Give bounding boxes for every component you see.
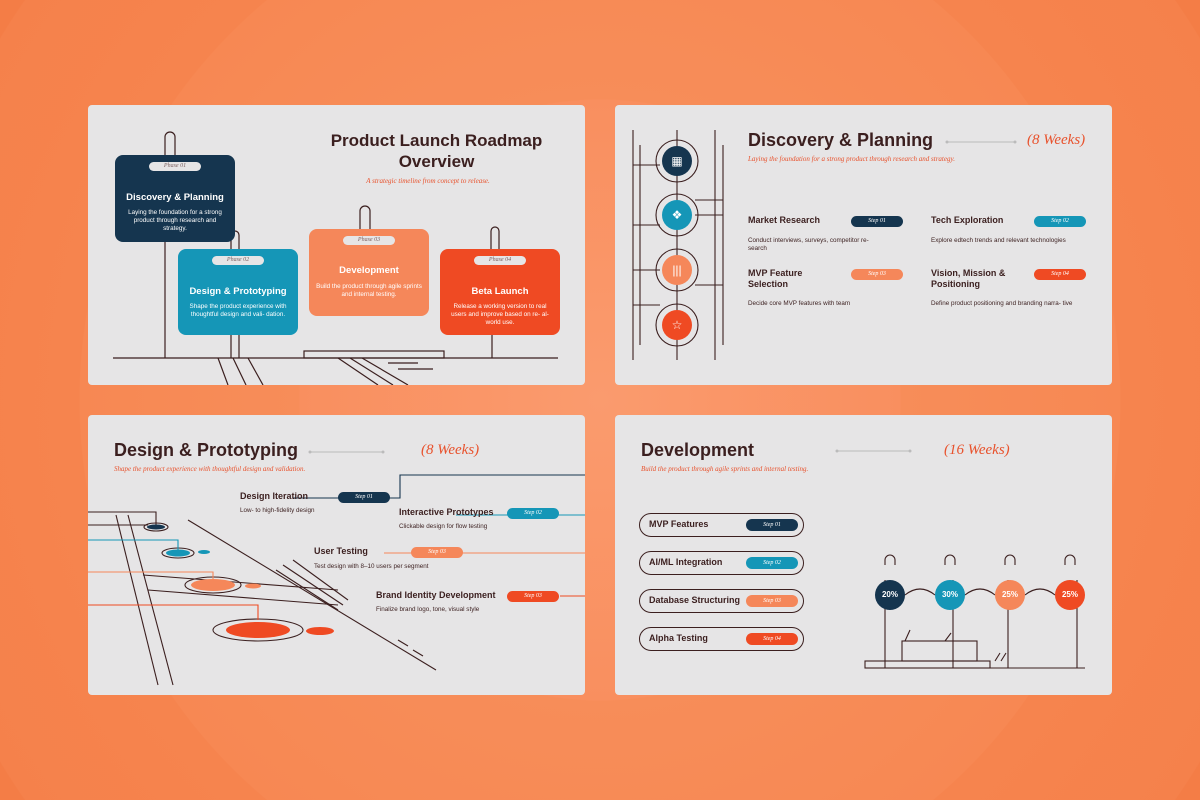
- item-desc: Explore edtech trends and relevant techn…: [931, 237, 1066, 244]
- discovery-weeks: (8 Weeks): [1027, 132, 1086, 148]
- step-tag: Step 02: [507, 508, 559, 519]
- item-title: AI/ML Integration: [649, 557, 723, 567]
- phase-desc: Shape the product experience with though…: [189, 303, 287, 318]
- percent-badge: 25%: [995, 580, 1025, 610]
- percent-badge: 25%: [1055, 580, 1085, 610]
- dev-item-alpha[interactable]: Alpha Testing Step 04: [639, 627, 804, 651]
- step-tag: Step 01: [746, 519, 798, 531]
- slide-overview[interactable]: Product Launch Roadmap Overview A strate…: [88, 105, 585, 385]
- item-title: Market Research: [748, 215, 821, 225]
- step-tag: Step 01: [851, 216, 903, 227]
- phase-title: Design & Prototyping: [189, 286, 287, 297]
- slide-development[interactable]: Development (16 Weeks) Build the product…: [615, 415, 1112, 695]
- phase-label: Phase 03: [343, 236, 395, 245]
- phase-desc: Laying the foundation for a strong produ…: [128, 209, 222, 232]
- item-title: Brand Identity Development: [376, 590, 496, 600]
- discovery-subtitle: Laying the foundation for a strong produ…: [748, 155, 955, 163]
- phase-label: Phase 04: [474, 256, 526, 265]
- step-tag: Step 02: [746, 557, 798, 569]
- phase-card-design[interactable]: Phase 02 Design & Prototyping Shape the …: [178, 249, 298, 335]
- store-icon: ▦: [662, 146, 692, 176]
- design-weeks: (8 Weeks): [421, 442, 480, 458]
- item-desc: Decide core MVP features with team: [748, 300, 851, 307]
- development-title: Development: [641, 440, 755, 460]
- development-subtitle: Build the product through agile sprints …: [641, 465, 809, 473]
- network-icon: ❖: [662, 200, 692, 230]
- bars-icon: |||: [662, 255, 692, 285]
- step-tag: Step 03: [746, 595, 798, 607]
- star-icon: ☆: [662, 310, 692, 340]
- phase-title: Beta Launch: [471, 286, 529, 297]
- design-line-art: [88, 450, 585, 686]
- overview-line-art: [113, 131, 558, 385]
- item-title: User Testing: [314, 546, 368, 556]
- slide-design[interactable]: Design & Prototyping (8 Weeks) Shape the…: [88, 415, 585, 695]
- phase-title: Discovery & Planning: [126, 192, 224, 203]
- phase-card-discovery[interactable]: Phase 01 Discovery & Planning Laying the…: [115, 155, 235, 242]
- slide-discovery[interactable]: ▦ ❖ ||| ☆ Discovery & Planning (8 Weeks)…: [615, 105, 1112, 385]
- item-desc: Define product positioning and branding …: [931, 300, 1073, 307]
- item-title: MVP Feature Selection: [748, 268, 803, 289]
- discovery-title: Discovery & Planning: [748, 130, 934, 150]
- phase-label: Phase 01: [149, 162, 201, 171]
- phase-title: Development: [339, 265, 399, 276]
- dev-item-aiml[interactable]: AI/ML Integration Step 02: [639, 551, 804, 575]
- step-tag: Step 02: [1034, 216, 1086, 227]
- step-tag: Step 03: [507, 591, 559, 602]
- item-title: Alpha Testing: [649, 633, 708, 643]
- item-title: Design Iteration: [240, 491, 309, 501]
- discovery-line-art: [632, 130, 1017, 360]
- overview-title-line1: Product Launch Roadmap: [330, 131, 543, 150]
- item-title: Interactive Prototypes: [399, 507, 494, 517]
- step-tag: Step 01: [338, 492, 390, 503]
- item-desc: Clickable design for flow testing: [399, 523, 488, 530]
- item-title: Database Structuring: [649, 595, 741, 605]
- overview-title-line2: Overview: [398, 152, 475, 171]
- item-title: Vision, Mission & Positioning: [931, 268, 1006, 289]
- step-tag: Step 03: [851, 269, 903, 280]
- phase-card-beta[interactable]: Phase 04 Beta Launch Release a working v…: [440, 249, 560, 335]
- step-tag: Step 04: [746, 633, 798, 645]
- percent-badge: 30%: [935, 580, 965, 610]
- design-title: Design & Prototyping: [114, 440, 298, 460]
- phase-desc: Build the product through agile sprints …: [316, 283, 422, 298]
- development-weeks: (16 Weeks): [944, 442, 1010, 458]
- overview-subtitle: A strategic timeline from concept to rel…: [366, 177, 490, 185]
- phase-card-development[interactable]: Phase 03 Development Build the product t…: [309, 229, 429, 316]
- item-desc: Finalize brand logo, tone, visual style: [376, 606, 480, 613]
- item-desc: Conduct interviews, surveys, competitor …: [748, 237, 869, 252]
- item-desc: Test design with 8–10 users per segment: [314, 563, 429, 570]
- item-title: MVP Features: [649, 519, 709, 529]
- percent-badge: 20%: [875, 580, 905, 610]
- item-title: Tech Exploration: [931, 215, 1004, 225]
- phase-label: Phase 02: [212, 256, 264, 265]
- step-tag: Step 03: [411, 547, 463, 558]
- phase-desc: Release a working version to real users …: [451, 303, 549, 326]
- dev-item-database[interactable]: Database Structuring Step 03: [639, 589, 804, 613]
- design-subtitle: Shape the product experience with though…: [114, 465, 306, 473]
- dev-item-mvp[interactable]: MVP Features Step 01: [639, 513, 804, 537]
- item-desc: Low- to high-fidelity design: [240, 507, 315, 514]
- step-tag: Step 04: [1034, 269, 1086, 280]
- development-line-art: [835, 449, 1085, 669]
